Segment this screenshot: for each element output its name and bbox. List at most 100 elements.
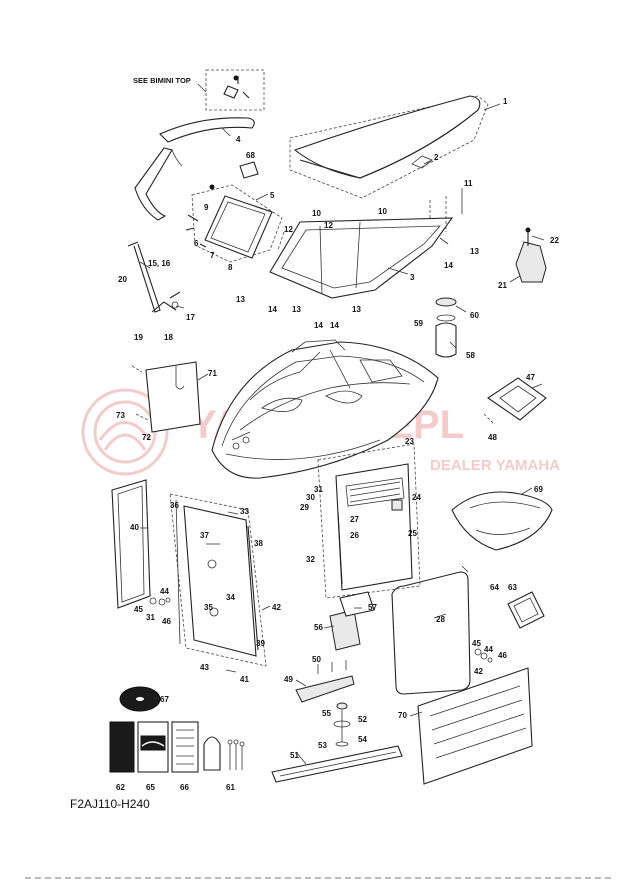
- callout-14c: 14: [330, 321, 339, 330]
- manuals-and-decals: [109, 721, 221, 773]
- callout-34: 34: [226, 593, 235, 602]
- callout-24: 24: [412, 493, 421, 502]
- seat-cushion: [451, 491, 553, 551]
- callout-30: 30: [306, 493, 315, 502]
- callout-2: 2: [434, 153, 439, 162]
- callout-33: 33: [240, 507, 249, 516]
- callout-66: 66: [180, 783, 189, 792]
- callout-54: 54: [358, 735, 367, 744]
- callout-68: 68: [246, 151, 255, 160]
- callout-46b: 46: [498, 651, 507, 660]
- drain-plug-hardware: [333, 702, 351, 747]
- callout-1: 1: [503, 97, 508, 106]
- callout-12b: 12: [324, 221, 333, 230]
- callout-19: 19: [134, 333, 143, 342]
- callout-36: 36: [170, 501, 179, 510]
- callout-13c: 13: [352, 305, 361, 314]
- callout-51: 51: [290, 751, 299, 760]
- callout-25: 25: [408, 529, 417, 538]
- callout-44b: 44: [484, 645, 493, 654]
- callout-8: 8: [228, 263, 233, 272]
- scan-artifact: [25, 877, 615, 879]
- vent-housing: [483, 377, 547, 425]
- bimini-top-hardware: SEE BIMINI TOP: [133, 69, 265, 111]
- rear-light: [507, 591, 545, 629]
- callout-43: 43: [200, 663, 209, 672]
- callout-48: 48: [488, 433, 497, 442]
- windshield-side-panel: [185, 184, 283, 263]
- callout-47: 47: [526, 373, 535, 382]
- callout-13d: 13: [470, 247, 479, 256]
- leader-lines: [139, 103, 545, 765]
- callout-49: 49: [284, 675, 293, 684]
- callout-20: 20: [118, 275, 127, 284]
- courtesy-light: [239, 161, 259, 179]
- deck-cover: [289, 95, 489, 199]
- callout-50: 50: [312, 655, 321, 664]
- figure-code: F2AJ110-H240: [70, 797, 150, 811]
- small-hardware-right: [474, 648, 493, 663]
- decal-disc: [119, 686, 161, 712]
- tow-eye-bracket: [515, 227, 547, 283]
- callout-5: 5: [270, 191, 275, 200]
- callout-70: 70: [398, 711, 407, 720]
- hatch-door-assembly: [169, 493, 267, 667]
- callout-42b: 42: [474, 667, 483, 676]
- transom-cover: [131, 361, 201, 433]
- callout-3: 3: [410, 273, 415, 282]
- callout-18: 18: [164, 333, 173, 342]
- callout-46a: 46: [162, 617, 171, 626]
- callout-12a: 12: [284, 225, 293, 234]
- callout-72: 72: [142, 433, 151, 442]
- callout-42a: 42: [272, 603, 281, 612]
- callout-22: 22: [550, 236, 559, 245]
- callout-44a: 44: [160, 587, 169, 596]
- windshield: [269, 196, 454, 299]
- locker-door-assembly: [317, 443, 421, 599]
- rub-rail: [271, 745, 403, 783]
- callout-59: 59: [414, 319, 423, 328]
- step-bracket: [295, 660, 355, 703]
- engine-cover-panel: [417, 667, 533, 785]
- callout-69: 69: [534, 485, 543, 494]
- callout-41: 41: [240, 675, 249, 684]
- storage-box: [329, 591, 375, 651]
- callout-52: 52: [358, 715, 367, 724]
- callout-53: 53: [318, 741, 327, 750]
- callout-labels: 1 2 3 4 5 6 7 8 9 10 10 11 12 12 13 13 1…: [116, 97, 559, 792]
- door-seal: [391, 565, 471, 695]
- callout-23: 23: [405, 437, 414, 446]
- frame-rail: [134, 117, 255, 221]
- callout-45b: 45: [472, 639, 481, 648]
- callout-21: 21: [498, 281, 507, 290]
- callout-32: 32: [306, 555, 315, 564]
- callout-37: 37: [200, 531, 209, 540]
- callout-7: 7: [210, 251, 215, 260]
- callout-28: 28: [436, 615, 445, 624]
- callout-10a: 10: [312, 209, 321, 218]
- callout-26: 26: [350, 531, 359, 540]
- callout-14a: 14: [268, 305, 277, 314]
- cup-holder: [435, 297, 457, 358]
- callout-73: 73: [116, 411, 125, 420]
- callout-11: 11: [464, 179, 473, 188]
- callout-17: 17: [186, 313, 195, 322]
- callout-65: 65: [146, 783, 155, 792]
- steering-rod: [127, 241, 181, 313]
- small-hardware-left: [149, 597, 171, 606]
- boat-hull: [211, 339, 439, 479]
- callout-13a: 13: [236, 295, 245, 304]
- keys: [227, 739, 245, 770]
- callout-14b: 14: [314, 321, 323, 330]
- callout-6: 6: [194, 239, 199, 248]
- callout-56: 56: [314, 623, 323, 632]
- callout-15-16: 15, 16: [148, 259, 171, 268]
- callout-9: 9: [204, 203, 209, 212]
- callout-13b: 13: [292, 305, 301, 314]
- callout-61: 61: [226, 783, 235, 792]
- callout-27: 27: [350, 515, 359, 524]
- side-liner-panel: [111, 479, 151, 609]
- callout-58: 58: [466, 351, 475, 360]
